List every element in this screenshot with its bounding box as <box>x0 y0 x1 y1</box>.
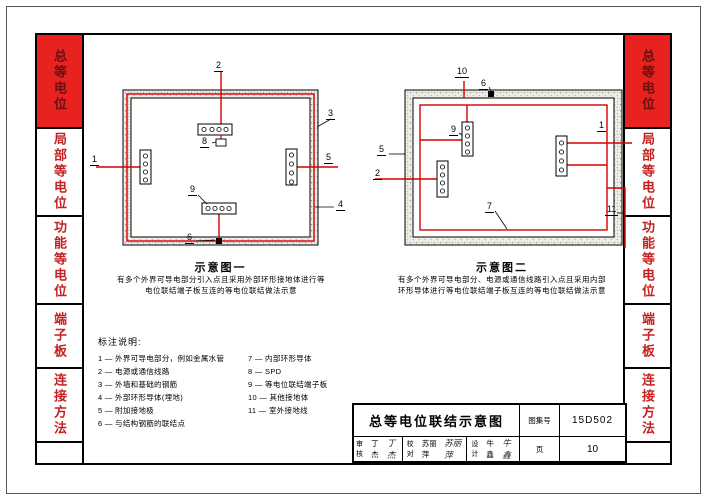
check-label: 校对 <box>406 441 414 458</box>
caption-line-1: 有多个外界可导电部分、电源或通信线路引入点且采用内部 <box>398 275 606 284</box>
legend-item: 11 — 室外接地线 <box>248 406 308 415</box>
callout-8: 8 <box>200 136 210 148</box>
atlas-number-label: 图集号 <box>520 405 560 437</box>
designer-name: 牛鑫 <box>486 439 494 459</box>
sidebar-right-item-functional-equipotential[interactable]: 功能等电位 <box>625 217 670 305</box>
callout-2: 2 <box>214 60 224 72</box>
legend: 标注说明: 1 — 外界可导电部分，例如金属水管 2 — 电源或通信线路 3 —… <box>98 335 354 430</box>
review-group: 审核 丁杰 丁杰 <box>356 437 402 461</box>
legend-item: 1 — 外界可导电部分，例如金属水管 <box>98 354 225 363</box>
designer-signature: 牛鑫 <box>502 439 511 461</box>
diagram-two: 1 2 5 6 7 9 10 11 <box>367 55 637 255</box>
atlas-number: 15D502 <box>560 405 625 437</box>
sidebar-left-item-local-equipotential[interactable]: 局部等电位 <box>37 129 82 217</box>
design-group: 设计 牛鑫 牛鑫 <box>466 437 517 461</box>
tab-label: 总等电位 <box>52 49 67 113</box>
terminal-board-lower-left <box>436 160 449 198</box>
tab-label: 局部等电位 <box>52 132 67 212</box>
legend-item: 8 — SPD <box>248 367 282 376</box>
legend-item: 2 — 电源或通信线路 <box>98 367 170 376</box>
page-outer-border <box>6 6 701 494</box>
callout-1: 1 <box>90 154 100 166</box>
sidebar-left-filler <box>37 443 82 463</box>
diagram-two-caption: 有多个外界可导电部分、电源或通信线路引入点且采用内部 环形导体进行等电位联结端子… <box>371 275 633 296</box>
check-group: 校对 苏丽萍 苏丽萍 <box>401 437 467 461</box>
callout-6: 6 <box>479 78 489 90</box>
sidebar-right-filler <box>625 443 670 463</box>
callout-3: 3 <box>326 108 336 120</box>
design-label: 设计 <box>471 441 479 458</box>
diagram-one-caption: 有多个外界可导电部分引入点且采用外部环形接地体进行等 电位联结端子板互连的等电位… <box>92 275 350 296</box>
legend-item: 4 — 外部环形导体(埋地) <box>98 393 184 402</box>
legend-item: 9 — 等电位联结端子板 <box>248 380 328 389</box>
signature-row: 审核 丁杰 丁杰 校对 苏丽萍 苏丽萍 设计 牛鑫 牛鑫 <box>354 437 520 461</box>
checker-name: 苏丽萍 <box>421 439 437 459</box>
caption-line-2: 电位联结端子板互连的等电位联结做法示意 <box>145 285 297 295</box>
callout-5: 5 <box>324 152 334 164</box>
terminal-board-bottom <box>201 202 237 215</box>
callout-4: 4 <box>336 199 346 211</box>
sheet-title: 总等电位联结示意图 <box>354 405 520 437</box>
terminal-board-right <box>285 148 298 186</box>
tab-label: 功能等电位 <box>640 220 655 300</box>
drawing-frame: 总等电位 局部等电位 功能等电位 端子板 连接方法 <box>35 33 672 465</box>
sidebar-left-item-terminal-board[interactable]: 端子板 <box>37 305 82 369</box>
sidebar-left-item-main-equipotential[interactable]: 总等电位 <box>37 35 82 129</box>
reviewer-signature: 丁杰 <box>386 439 396 461</box>
tab-label: 总等电位 <box>640 49 655 113</box>
tab-label: 连接方法 <box>52 373 67 437</box>
sidebar-left-item-functional-equipotential[interactable]: 功能等电位 <box>37 217 82 305</box>
callout-10: 10 <box>455 66 470 78</box>
diagram-one-title: 示意图一 <box>194 262 247 274</box>
reviewer-name: 丁杰 <box>371 439 379 459</box>
callout-6: 6 <box>185 232 195 244</box>
tab-label: 局部等电位 <box>640 132 655 212</box>
sidebar-right-item-connection-method[interactable]: 连接方法 <box>625 369 670 443</box>
tab-label: 功能等电位 <box>52 220 67 300</box>
sidebar-left-item-connection-method[interactable]: 连接方法 <box>37 369 82 443</box>
spd-box <box>215 138 227 147</box>
diagram-two-drawing <box>375 81 632 248</box>
page-label: 页 <box>520 437 560 461</box>
tab-label: 连接方法 <box>640 373 655 437</box>
legend-item: 6 — 与结构钢筋的联结点 <box>98 419 186 428</box>
terminal-board-upper-left <box>461 121 474 157</box>
callout-9: 9 <box>188 184 198 196</box>
callout-2: 2 <box>373 168 383 180</box>
callout-11: 11 <box>605 204 619 216</box>
diagram-two-title: 示意图二 <box>476 262 528 274</box>
page-number: 10 <box>586 443 599 455</box>
drawing-content: 1 2 3 4 5 6 8 9 示意图一 有多个外界可导电部分引入点且采用外部环… <box>84 35 632 463</box>
checker-signature: 苏丽萍 <box>444 439 462 461</box>
legend-item: 3 — 外墙和基础的钢筋 <box>98 380 178 389</box>
sidebar-left: 总等电位 局部等电位 功能等电位 端子板 连接方法 <box>37 35 84 463</box>
caption-line-1: 有多个外界可导电部分引入点且采用外部环形接地体进行等 <box>117 275 325 284</box>
terminal-board-top <box>197 123 233 136</box>
diagram-one: 1 2 3 4 5 6 8 9 <box>88 55 353 255</box>
legend-list: 1 — 外界可导电部分，例如金属水管 2 — 电源或通信线路 3 — 外墙和基础… <box>98 352 354 430</box>
callout-1: 1 <box>597 120 607 132</box>
title-block: 总等电位联结示意图 图集号 15D502 审核 丁杰 丁杰 校对 苏丽萍 苏丽萍… <box>352 403 627 463</box>
review-label: 审核 <box>356 441 363 458</box>
callout-5: 5 <box>377 144 387 156</box>
callout-7: 7 <box>485 201 495 213</box>
tab-label: 端子板 <box>52 312 67 360</box>
terminal-board-left <box>139 149 152 185</box>
sidebar-right-item-terminal-board[interactable]: 端子板 <box>625 305 670 369</box>
legend-item: 10 — 其他接地体 <box>248 393 309 402</box>
terminal-board-right <box>555 135 568 177</box>
callout-9: 9 <box>449 124 459 136</box>
caption-line-2: 环形导体进行等电位联结端子板互连的等电位联结做法示意 <box>398 285 606 295</box>
legend-item: 5 — 附加接地极 <box>98 406 155 415</box>
sidebar-right: 总等电位 局部等电位 功能等电位 端子板 连接方法 <box>623 35 670 463</box>
legend-item: 7 — 内部环形导体 <box>248 354 312 363</box>
sidebar-right-item-local-equipotential[interactable]: 局部等电位 <box>625 129 670 217</box>
tab-label: 端子板 <box>640 312 655 360</box>
legend-title: 标注说明: <box>98 337 142 347</box>
diagram-one-drawing <box>96 71 338 246</box>
sidebar-right-item-main-equipotential[interactable]: 总等电位 <box>625 35 670 129</box>
